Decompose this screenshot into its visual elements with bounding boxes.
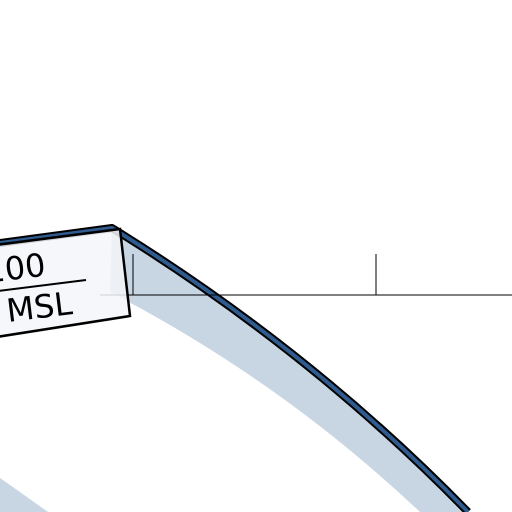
- label-divider: [0, 279, 87, 292]
- airspace-boundary-line-inner: [0, 226, 470, 512]
- airspace-boundary-band: [110, 228, 468, 512]
- airspace-boundary-band-lower: [0, 478, 48, 512]
- lower-limit-text: MSL: [4, 284, 74, 330]
- airspace-altitude-label[interactable]: 100 MSL: [0, 227, 132, 338]
- upper-limit-text: 100: [0, 246, 48, 291]
